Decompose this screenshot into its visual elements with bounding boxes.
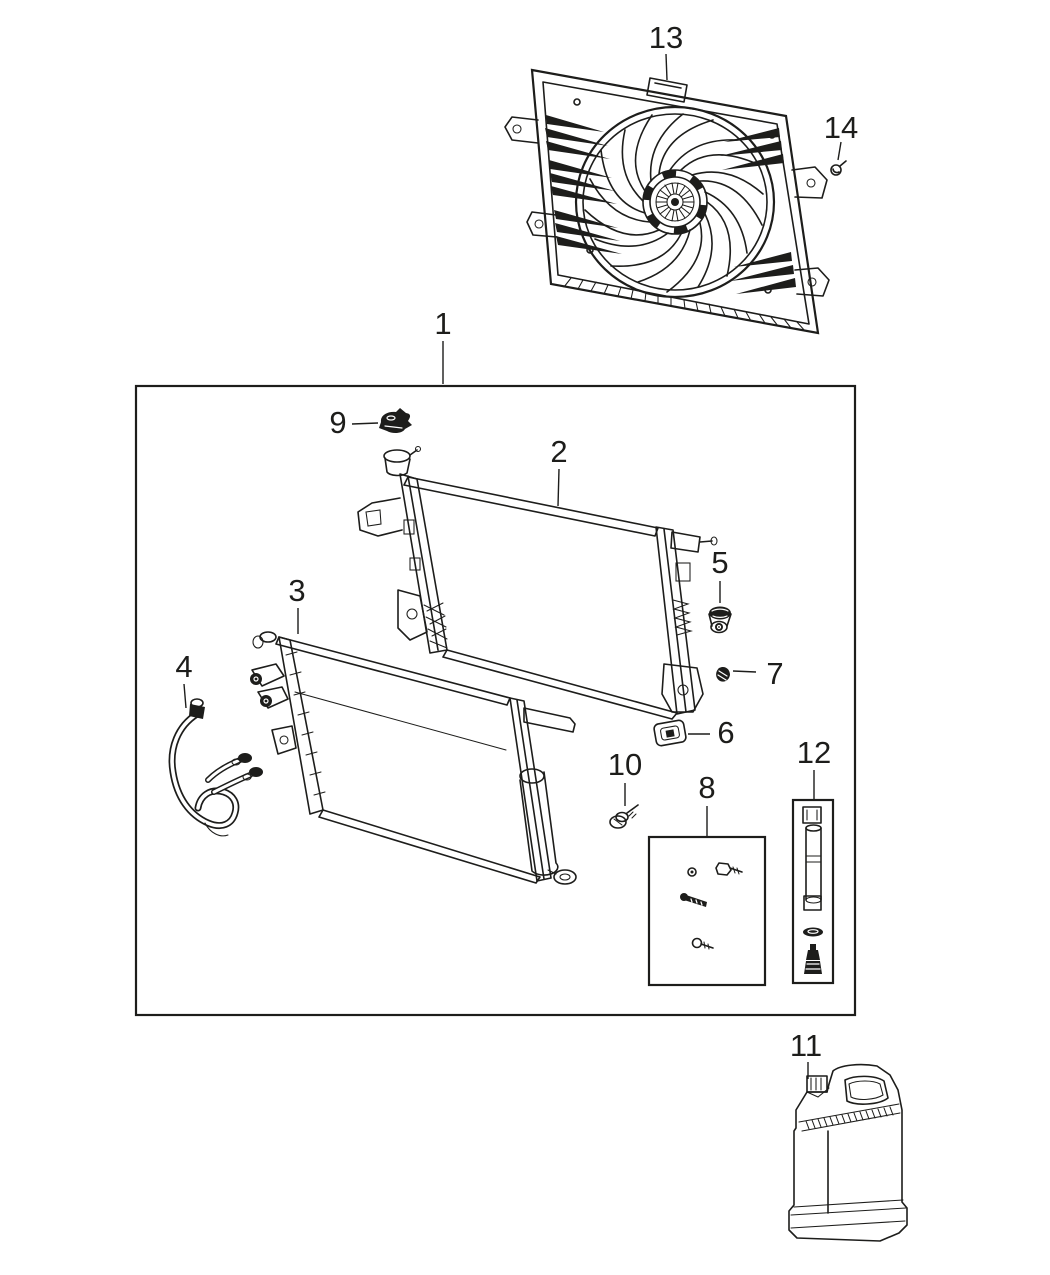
callout-9: 9 xyxy=(329,405,346,440)
part-5-drain-cock xyxy=(708,606,732,634)
callout-12: 12 xyxy=(797,735,831,770)
callout-10: 10 xyxy=(608,747,642,782)
shroud-ribs-left xyxy=(545,115,622,254)
part-3-condenser xyxy=(250,631,577,885)
part-4-hose-assembly xyxy=(168,698,263,837)
callout-3: 3 xyxy=(288,573,305,608)
part-1-assembly-box xyxy=(134,384,857,1017)
part-14-screw xyxy=(830,160,847,176)
leader-7 xyxy=(732,670,757,673)
hub-starburst xyxy=(655,182,695,222)
left-tank-hatch xyxy=(423,602,448,649)
callout-13: 13 xyxy=(649,20,683,55)
part-13-fan-module xyxy=(504,68,830,335)
fan-hub xyxy=(642,169,708,235)
callout-11: 11 xyxy=(790,1028,822,1063)
leader-4 xyxy=(183,683,187,709)
callout-8: 8 xyxy=(698,770,715,805)
leader-14 xyxy=(837,141,842,161)
callout-6: 6 xyxy=(717,715,734,750)
part-9-radiator-cap xyxy=(379,408,412,434)
callout-14: 14 xyxy=(824,110,858,145)
shroud-ribs-right xyxy=(720,128,796,294)
callout-5: 5 xyxy=(711,545,728,580)
part-2-radiator xyxy=(357,445,718,720)
leader-13 xyxy=(665,53,668,81)
part-8-hardware-kit xyxy=(647,835,767,987)
leader-9 xyxy=(351,422,379,425)
shroud-bottom-band xyxy=(563,277,806,332)
callout-1: 1 xyxy=(434,306,451,341)
part-7-clip xyxy=(716,666,730,682)
part-6-u-nut xyxy=(653,719,687,747)
part-12-seal-kit xyxy=(791,798,835,985)
callout-4: 4 xyxy=(175,649,192,684)
fan-blades xyxy=(584,113,764,293)
callout-2: 2 xyxy=(550,434,567,469)
callout-7: 7 xyxy=(766,656,783,691)
part-11-coolant-jug xyxy=(788,1063,908,1242)
part-10-screw xyxy=(609,804,639,829)
jug-shoulder-hatch xyxy=(805,1106,894,1130)
leader-2 xyxy=(557,468,560,507)
